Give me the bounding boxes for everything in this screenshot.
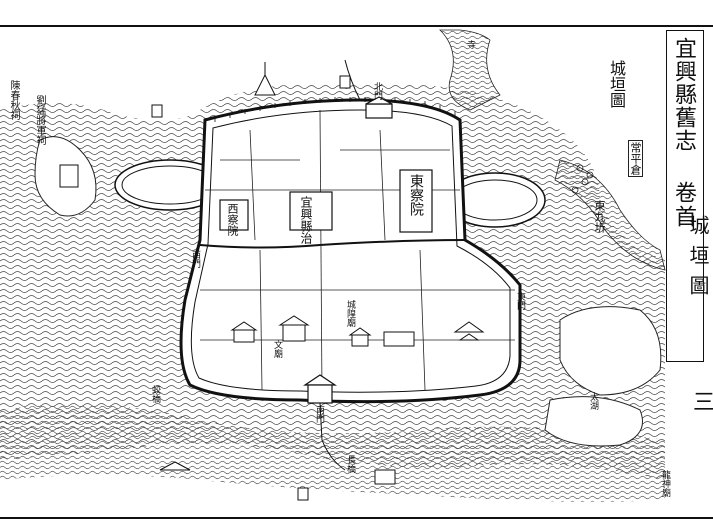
temple-buildings [230, 315, 485, 347]
west-gate-label: 西門 [190, 250, 200, 268]
pagoda [254, 62, 276, 96]
page-number: 三 [689, 390, 713, 412]
north-stream [439, 29, 501, 111]
shrine-box-5 [59, 164, 79, 188]
city-wall-outer [179, 98, 522, 404]
upper-right-label: 寺 [465, 40, 475, 49]
book-title-panel: 宜興縣舊志 卷首 [666, 30, 704, 362]
left-bank-label: 蛟橋 [150, 385, 160, 403]
south-gate [303, 374, 337, 404]
chenghuang-label: 城隍廟 [345, 300, 355, 327]
north-gate [365, 96, 393, 119]
west-court-label: 西察院 [226, 203, 239, 236]
yamen-label: 宜興縣治 [299, 196, 313, 244]
city-wall-inner [190, 109, 511, 393]
shrine-box-1 [151, 104, 163, 118]
east-court-box [399, 169, 433, 233]
wenmiao-label: 文廟 [272, 340, 282, 358]
shrine-box-3 [297, 487, 309, 501]
south-gate-label: 南門 [314, 405, 324, 423]
sand-bank [159, 461, 191, 471]
south-river [0, 404, 665, 502]
north-road [344, 59, 361, 101]
small-hall-box [383, 331, 415, 347]
dongjiu-label: 東九圻 [593, 200, 606, 233]
east-court-label: 東察院 [408, 174, 424, 216]
north-gate-label: 北門 [372, 82, 382, 100]
east-gate-label: 東門 [515, 292, 525, 310]
yamen-box [289, 191, 333, 231]
section-title: 城垣圖 [686, 215, 710, 305]
lower-right-island [544, 396, 643, 447]
guardian-label: 劉猛將軍祠 [34, 95, 45, 145]
trees [571, 164, 594, 194]
inner-cross-wall [199, 239, 466, 249]
east-river [554, 159, 666, 271]
changping-label: 常平倉 [628, 140, 643, 177]
volume-label: 卷首 [671, 181, 696, 229]
bottom-right-label: 龍神廟 [660, 470, 670, 497]
temple-left-label: 陳春秋祠 [8, 80, 19, 120]
taihu-label: 太湖 [588, 392, 598, 410]
south-road [319, 402, 346, 471]
west-court-box [219, 199, 249, 231]
right-lake-shore [559, 306, 662, 396]
shrine-box-4 [374, 469, 396, 485]
shrine-box-2 [339, 75, 351, 89]
left-title-label: 城垣圖 [607, 60, 626, 108]
south-bridge-label: 長橋 [345, 455, 355, 473]
book-title: 宜興縣舊志 [671, 37, 696, 152]
